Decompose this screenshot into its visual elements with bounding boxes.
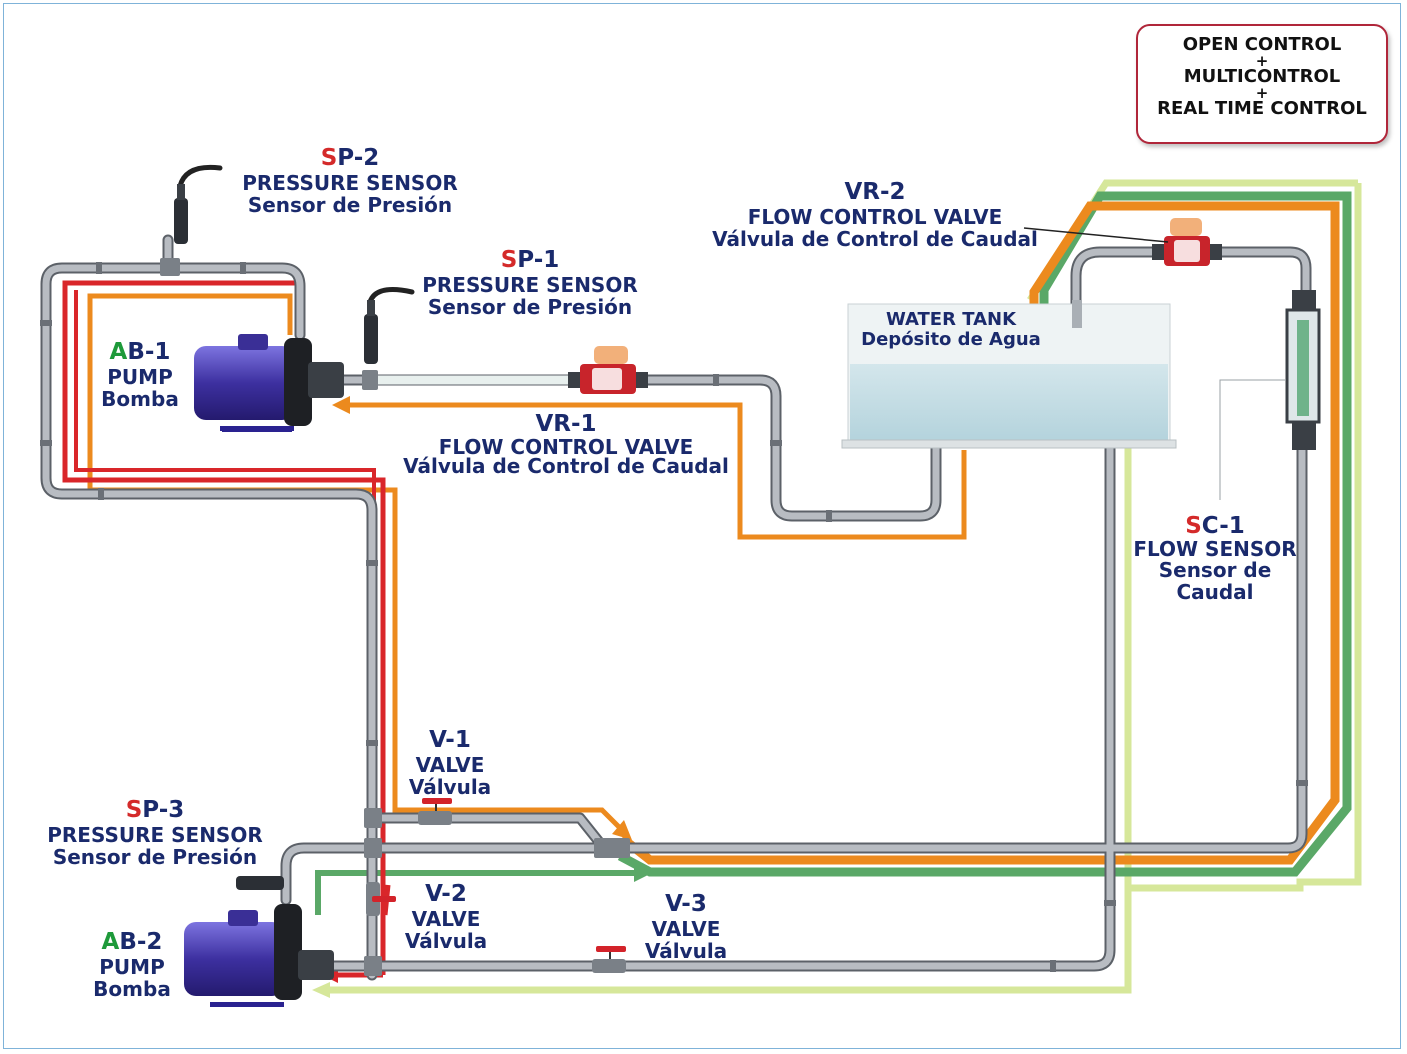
flow-green-line [617, 191, 1352, 877]
label-vr1-en: FLOW CONTROL VALVE [438, 434, 694, 459]
label-v3: V-3 VALVE Válvula [636, 891, 736, 964]
label-ab2-es: Bomba [93, 977, 171, 1002]
label-sp3-es: Sensor de Presión [52, 845, 258, 870]
valve-v2 [366, 882, 396, 916]
diagram-frame [3, 3, 1401, 1049]
label-sc1-es1: Sensor de [1158, 557, 1272, 582]
label-v1: V-1 VALVE Válvula [400, 727, 500, 800]
label-vr2: VR-2 FLOW CONTROL VALVE Válvula de Contr… [690, 179, 1060, 252]
label-v2: V-2 VALVE Válvula [394, 881, 498, 954]
label-sp2-es: Sensor de Presión [247, 193, 453, 218]
label-ab1-en: PUMP [107, 364, 173, 389]
water-tank [841, 300, 1177, 449]
control-plus-1: + [1255, 52, 1269, 70]
flow-control-valve-vr2 [1023, 218, 1222, 266]
label-sc1-es2: Caudal [1176, 580, 1254, 605]
label-tank-es: Depósito de Agua [861, 329, 1041, 351]
pipe-tees [160, 258, 630, 976]
valve-v1 [418, 798, 452, 825]
label-sp2-code: P-2 [337, 145, 380, 171]
control-mode-box: OPEN CONTROL + MULTICONTROL + REAL TIME … [1136, 24, 1388, 144]
label-v2-es: Válvula [404, 929, 488, 954]
flow-control-valve-vr1 [568, 346, 648, 394]
label-sc1-en: FLOW SENSOR [1133, 536, 1297, 561]
label-v3-code: V-3 [665, 891, 707, 917]
label-sp1-code: P-1 [517, 247, 560, 273]
label-ab1-prefix: A [109, 339, 128, 365]
control-line-open: OPEN CONTROL [1182, 34, 1342, 55]
pressure-sensor-sp2 [174, 164, 223, 244]
flow-green-arrowhead-v2 [634, 864, 652, 882]
flow-orange-vr1 [345, 402, 967, 540]
label-vr2-en: FLOW CONTROL VALVE [747, 204, 1003, 229]
label-sp3: SP-3 PRESSURE SENSOR Sensor de Presión [44, 797, 266, 870]
label-sp1-es: Sensor de Presión [427, 295, 633, 320]
label-ab1-es: Bomba [101, 387, 179, 412]
label-ab2-en: PUMP [99, 954, 165, 979]
label-ab2-prefix: A [101, 929, 120, 955]
label-sp1-prefix: S [500, 247, 518, 273]
label-sp3-prefix: S [125, 797, 143, 823]
control-line-realtime: REAL TIME CONTROL [1157, 98, 1367, 119]
control-line-multi: MULTICONTROL [1183, 66, 1341, 87]
label-ab2-code: B-2 [119, 929, 163, 955]
flow-orange-arrowhead-v1 [612, 820, 632, 840]
control-plus-2: + [1255, 84, 1269, 102]
label-sp1: SP-1 PRESSURE SENSOR Sensor de Presión [412, 247, 648, 320]
label-sc1-prefix: S [1185, 513, 1202, 539]
label-v1-code: V-1 [429, 727, 471, 753]
label-sp2: SP-2 PRESSURE SENSOR Sensor de Presión [232, 145, 468, 218]
pump-ab2 [184, 904, 334, 1007]
valve-v3 [592, 946, 626, 973]
label-tank-en: WATER TANK [885, 309, 1017, 330]
label-sp1-en: PRESSURE SENSOR [422, 272, 638, 297]
label-v2-en: VALVE [411, 906, 481, 931]
pipe-network [40, 234, 1312, 981]
label-v1-es: Válvula [408, 775, 492, 800]
label-vr2-code: VR-2 [844, 179, 906, 205]
label-ab2: AB-2 PUMP Bomba [84, 929, 180, 1002]
label-sc1-code: C-1 [1201, 513, 1245, 539]
label-sp3-code: P-3 [142, 797, 185, 823]
pump-ab1 [194, 334, 344, 432]
label-ab1-code: B-1 [127, 339, 171, 365]
label-vr1-es: Válvula de Control de Caudal [403, 453, 729, 478]
label-sc1: SC-1 FLOW SENSOR Sensor de Caudal [1128, 513, 1302, 605]
label-sp2-prefix: S [320, 145, 338, 171]
flow-lightgreen-arrowhead [312, 982, 330, 998]
flow-orange-v1-branch [395, 807, 624, 832]
label-sp2-en: PRESSURE SENSOR [242, 170, 458, 195]
flow-orange-main [619, 201, 1340, 865]
label-vr1: VR-1 FLOW CONTROL VALVE Válvula de Contr… [398, 411, 734, 478]
label-v2-code: V-2 [425, 881, 467, 907]
flow-orange-v1 [87, 293, 398, 820]
pressure-sensor-sp3 [236, 876, 284, 890]
label-sp3-en: PRESSURE SENSOR [47, 822, 263, 847]
label-v3-es: Válvula [644, 939, 728, 964]
label-tank: WATER TANK Depósito de Agua [850, 309, 1052, 351]
pressure-sensor-sp1 [364, 287, 415, 364]
label-vr1-code: VR-1 [535, 411, 597, 437]
flow-sensor-sc1 [1219, 290, 1321, 500]
label-v1-en: VALVE [415, 752, 485, 777]
flow-orange-arrowhead-vr1 [332, 396, 350, 414]
flow-green-v2 [315, 870, 640, 915]
pipe-couplings [40, 262, 1308, 972]
label-vr2-es: Válvula de Control de Caudal [712, 227, 1038, 252]
label-ab1: AB-1 PUMP Bomba [92, 339, 188, 412]
label-v3-en: VALVE [651, 916, 721, 941]
